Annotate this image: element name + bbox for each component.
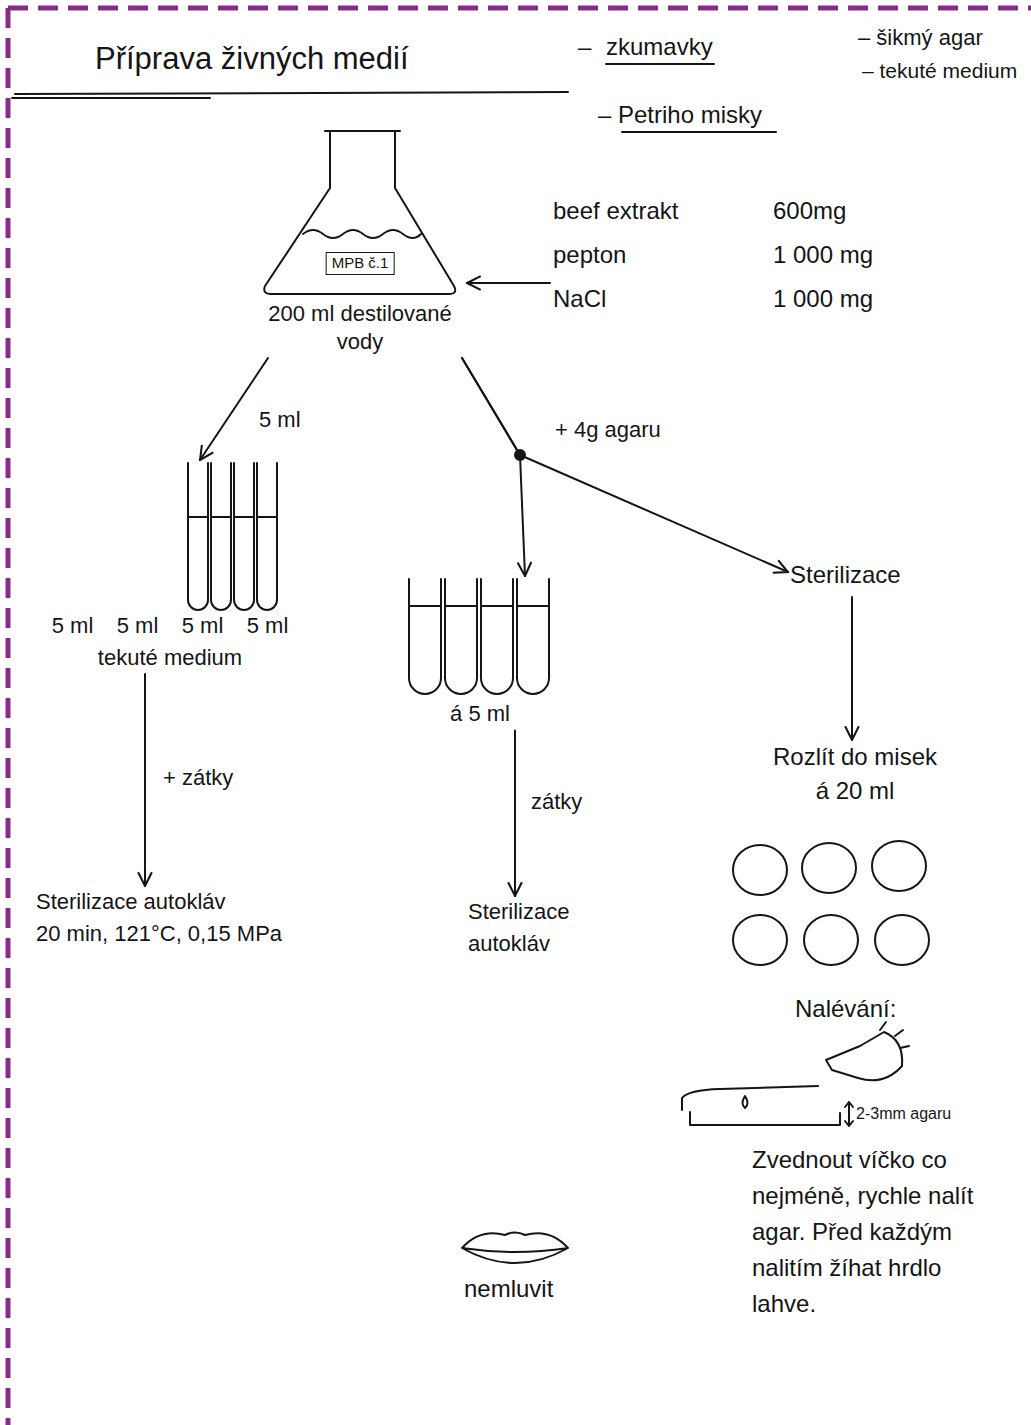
edge-label: + 4g agaru <box>552 416 664 444</box>
medium-level <box>234 516 254 518</box>
process-text: Sterilizace <box>468 898 651 926</box>
ingredient-name: pepton <box>553 240 773 270</box>
medium-level <box>257 516 277 518</box>
process-text: autokláv <box>468 930 651 958</box>
process-label: Sterilizace <box>790 560 901 594</box>
medium-level <box>517 605 549 607</box>
test-tube <box>445 579 477 694</box>
lips-symbol <box>462 1233 568 1264</box>
test-tube <box>517 579 549 694</box>
flow-arrow <box>851 597 853 740</box>
flask-body <box>264 131 455 294</box>
tube-label: 5 ml <box>40 612 105 640</box>
ingredient-name: beef extrakt <box>553 196 773 226</box>
dish-bottom <box>690 1112 840 1125</box>
heading-underline <box>606 63 714 65</box>
ingredient-amount: 1 000 mg <box>773 240 943 270</box>
process-label: Sterilizace autokláv 20 min, 121°C, 0,15 … <box>36 888 356 951</box>
medium-level <box>409 605 441 607</box>
step-label: Nalévání: <box>795 994 896 1024</box>
edge-label: zátky <box>528 788 585 816</box>
flow-arrow <box>462 358 788 572</box>
slant-agar-tubes: á 5 ml <box>405 578 555 728</box>
dish-lid <box>682 1086 818 1110</box>
test-tube <box>211 463 231 610</box>
tube-label: 5 ml <box>170 612 235 640</box>
heading-label: zkumavky <box>606 32 713 62</box>
petri-dish <box>872 841 926 891</box>
petri-dish <box>875 915 929 965</box>
note-label: nemluvit <box>464 1274 553 1304</box>
flask-label: MPB č.1 <box>326 252 395 275</box>
test-tube <box>257 463 277 610</box>
page-title: Příprava živných medií <box>95 40 409 79</box>
medium-level <box>188 516 208 518</box>
volume-note: 200 ml destilované vody <box>255 300 465 355</box>
instruction-note: Zvednout víčko co nejméně, rychle nalít … <box>752 1142 1007 1322</box>
list-item: – tekuté medium <box>862 58 1017 84</box>
flow-arrow <box>144 674 146 886</box>
medium-level <box>445 605 477 607</box>
title-underline <box>12 92 568 98</box>
flow-arrow <box>467 282 550 284</box>
liquid-surface <box>303 230 421 238</box>
ingredient-amount: 600mg <box>773 196 943 226</box>
edge-label: + zátky <box>160 764 236 792</box>
page-border <box>8 8 1031 1425</box>
tube-label: á 5 ml <box>405 700 555 728</box>
pouring-bottle <box>826 1032 902 1080</box>
medium-level <box>481 605 513 607</box>
tube-label: 5 ml <box>105 612 170 640</box>
flask-vessel: MPB č.1 200 ml destilované vody <box>255 128 465 355</box>
process-text: 20 min, 121°C, 0,15 MPa <box>36 920 356 948</box>
heading-label: – Petriho misky <box>598 100 762 130</box>
ingredient-list: beef extrakt600mgpepton1 000 mgNaCl1 000… <box>553 196 943 328</box>
dimension-label: 2-3mm agaru <box>856 1104 951 1124</box>
process-text: á 20 ml <box>735 776 975 806</box>
test-tube <box>481 579 513 694</box>
flow-arrow <box>514 731 516 897</box>
petri-dish <box>804 915 858 965</box>
heading-underline <box>622 131 776 133</box>
medium-level <box>211 516 231 518</box>
petri-dish <box>733 915 787 965</box>
process-label: Sterilizace autokláv <box>468 898 651 961</box>
bottle-strokes <box>880 1022 909 1048</box>
process-text: Sterilizace <box>790 560 901 590</box>
process-label: Rozlít do misek á 20 ml <box>735 742 975 810</box>
ingredient-name: NaCl <box>553 284 773 314</box>
ingredient-amount: 1 000 mg <box>773 284 943 314</box>
tube-outlines <box>405 578 555 696</box>
process-text: Sterilizace autokláv <box>36 888 356 916</box>
tube-label: 5 ml <box>235 612 300 640</box>
dash: – <box>578 32 591 62</box>
height-arrow <box>845 1102 853 1126</box>
edge-label: 5 ml <box>256 406 304 434</box>
flow-arrow <box>462 358 525 576</box>
tube-outlines <box>40 462 300 612</box>
test-tube <box>409 579 441 694</box>
process-text: Rozlít do misek <box>735 742 975 772</box>
petri-dish <box>733 845 787 895</box>
list-item: – šikmý agar <box>858 24 983 52</box>
petri-dish <box>802 843 856 893</box>
test-tube <box>188 463 208 610</box>
tube-label: tekuté medium <box>40 644 300 672</box>
test-tube <box>234 463 254 610</box>
test-tube-rack: 5 ml5 ml5 ml5 mltekuté medium <box>40 462 300 671</box>
agar-drop <box>743 1096 748 1108</box>
